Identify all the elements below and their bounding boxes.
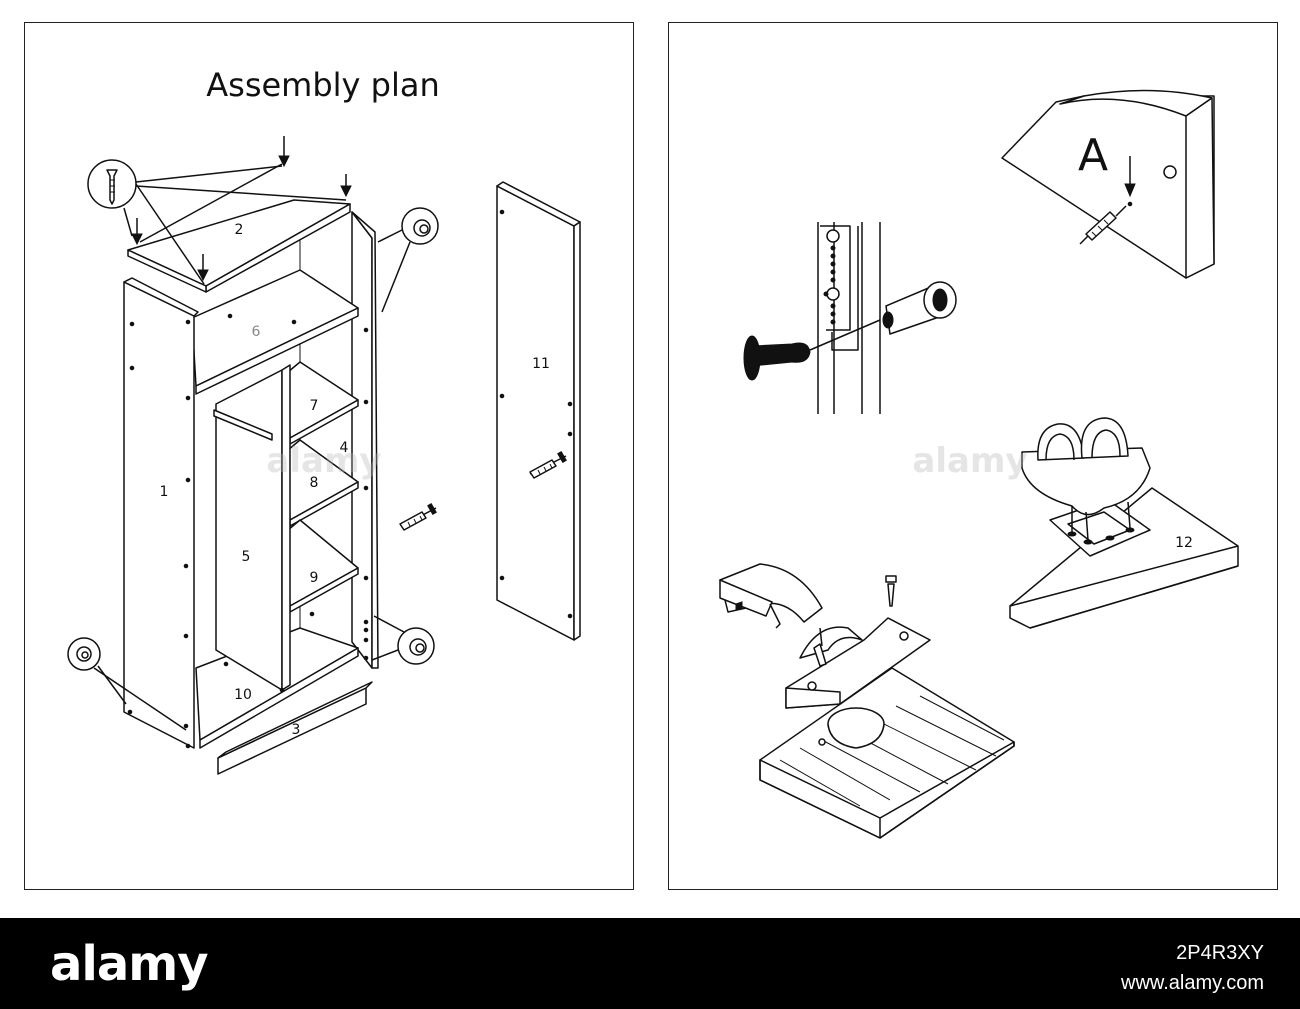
footer-bar: alamy 2P4R3XY www.alamy.com <box>0 918 1300 1009</box>
shelf-6-edge <box>195 307 359 395</box>
page-title: Assembly plan <box>206 66 440 104</box>
door-11-side <box>573 221 581 641</box>
caster-wheel-detail <box>1009 417 1239 629</box>
part-label-8: 8 <box>310 475 319 491</box>
part-label-9: 9 <box>310 570 319 586</box>
dowel-holes <box>127 209 573 749</box>
shelf-pin-detail <box>743 222 957 414</box>
cam-lock-callout-top-right <box>377 207 439 313</box>
footer-url: www.alamy.com <box>1121 972 1264 994</box>
bottom-shelf-10-edge <box>199 647 359 749</box>
part-label-11: 11 <box>532 356 550 372</box>
side-panel-4-front <box>351 211 379 669</box>
hanging-rail <box>213 409 273 441</box>
watermark-left: alamy <box>266 441 381 481</box>
plinth-3-top <box>217 681 373 759</box>
side-panel-1-front <box>123 277 199 317</box>
top-panel-2-side <box>127 249 207 293</box>
assembly-illustration: Assembly plan <box>67 66 1239 839</box>
alamy-logo: alamy <box>50 936 209 992</box>
dowel-callout-top <box>87 159 347 285</box>
detail-label-a: A <box>1078 130 1108 181</box>
watermark-right: alamy <box>912 441 1027 481</box>
part-label-4: 4 <box>340 440 349 456</box>
screw-icon <box>529 450 567 479</box>
corner-detail-a <box>1001 89 1215 279</box>
part-label-2: 2 <box>235 222 244 238</box>
part-label-7: 7 <box>310 398 319 414</box>
cam-lock-callout-bottom-left <box>67 637 187 731</box>
image-id: 2P4R3XY <box>1176 942 1264 964</box>
door-11 <box>496 185 575 641</box>
shelf-7 <box>287 361 359 439</box>
side-panel-4 <box>351 211 373 669</box>
arrow-markers <box>131 136 352 282</box>
cam-lock-callout-bottom-right <box>371 615 435 665</box>
divider-5-front <box>281 364 291 691</box>
part-label-5: 5 <box>242 549 251 565</box>
part-label-12: 12 <box>1175 535 1193 551</box>
part-label-3: 3 <box>292 722 301 738</box>
screw-icon <box>399 502 437 531</box>
hinge-detail <box>719 563 1015 839</box>
part-label-6: 6 <box>252 324 261 340</box>
part-label-1: 1 <box>160 484 169 500</box>
part-label-10: 10 <box>234 687 252 703</box>
side-panel-1 <box>123 281 195 749</box>
